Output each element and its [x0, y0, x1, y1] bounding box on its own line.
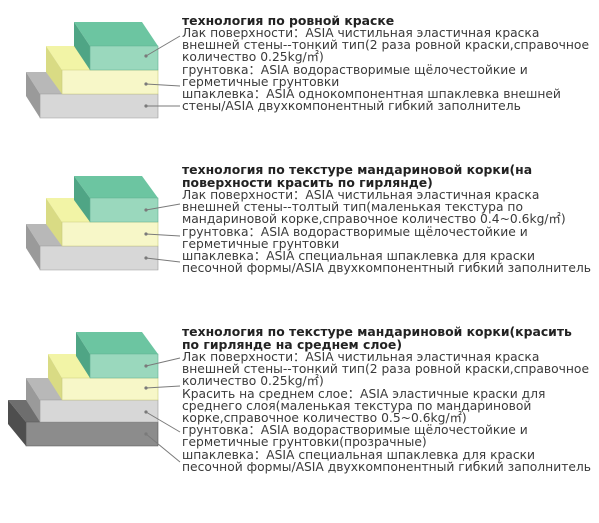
layer-lacquer-text: Лак поверхности：ASIA чистильная эластичн… — [182, 350, 590, 389]
leader-line — [144, 432, 181, 463]
section-orange-peel: технология по текстуре мандариновой корк… — [182, 163, 592, 274]
leader-line — [144, 357, 181, 368]
layer-primer-text: грунтовка：ASIA водорастворимые щёлочесто… — [182, 224, 528, 251]
section-title: технология по текстуре мандариновой корк… — [182, 162, 533, 190]
leader-line — [144, 385, 181, 390]
lacquer-layer — [74, 22, 159, 71]
layer-middle-coat-text: Красить на среднем слое：ASIA эластичные … — [182, 386, 546, 426]
section-smooth-paint: технология по ровной краске Лак поверхно… — [182, 14, 592, 112]
layer-lacquer-text: Лак поверхности：ASIA чистильная эластичн… — [182, 188, 566, 227]
leader-line — [144, 410, 181, 433]
leader-line — [144, 203, 181, 212]
section-middle-coat: технология по текстуре мандариновой корк… — [182, 325, 592, 473]
block-middle-coat — [8, 332, 181, 463]
leader-line — [144, 82, 181, 87]
lacquer-layer — [74, 176, 159, 223]
leader-line — [144, 232, 181, 237]
layer-putty-text: шпаклевка：ASIA специальная шпаклевка для… — [182, 249, 592, 276]
leader-line — [144, 256, 181, 263]
lacquer-layer — [76, 332, 159, 379]
leader-line — [144, 35, 181, 58]
layer-putty-text: шпаклевка：ASIA специальная шпаклевка для… — [182, 447, 592, 474]
section-title: технология по текстуре мандариновой корк… — [182, 324, 572, 352]
layer-primer-text: грунтовка：ASIA водорастворимые щёлочесто… — [182, 62, 528, 89]
section-title: технология по ровной краске — [182, 13, 395, 28]
block-smooth-paint — [26, 22, 181, 119]
layer-lacquer-text: Лак поверхности：ASIA чистильная эластичн… — [182, 26, 590, 65]
block-orange-peel — [26, 176, 181, 271]
layer-primer-text: грунтовка：ASIA водорастворимые щёлочесто… — [182, 423, 528, 450]
layer-putty-text: шпаклевка：ASIA однокомпонентная шпаклевк… — [182, 87, 561, 114]
